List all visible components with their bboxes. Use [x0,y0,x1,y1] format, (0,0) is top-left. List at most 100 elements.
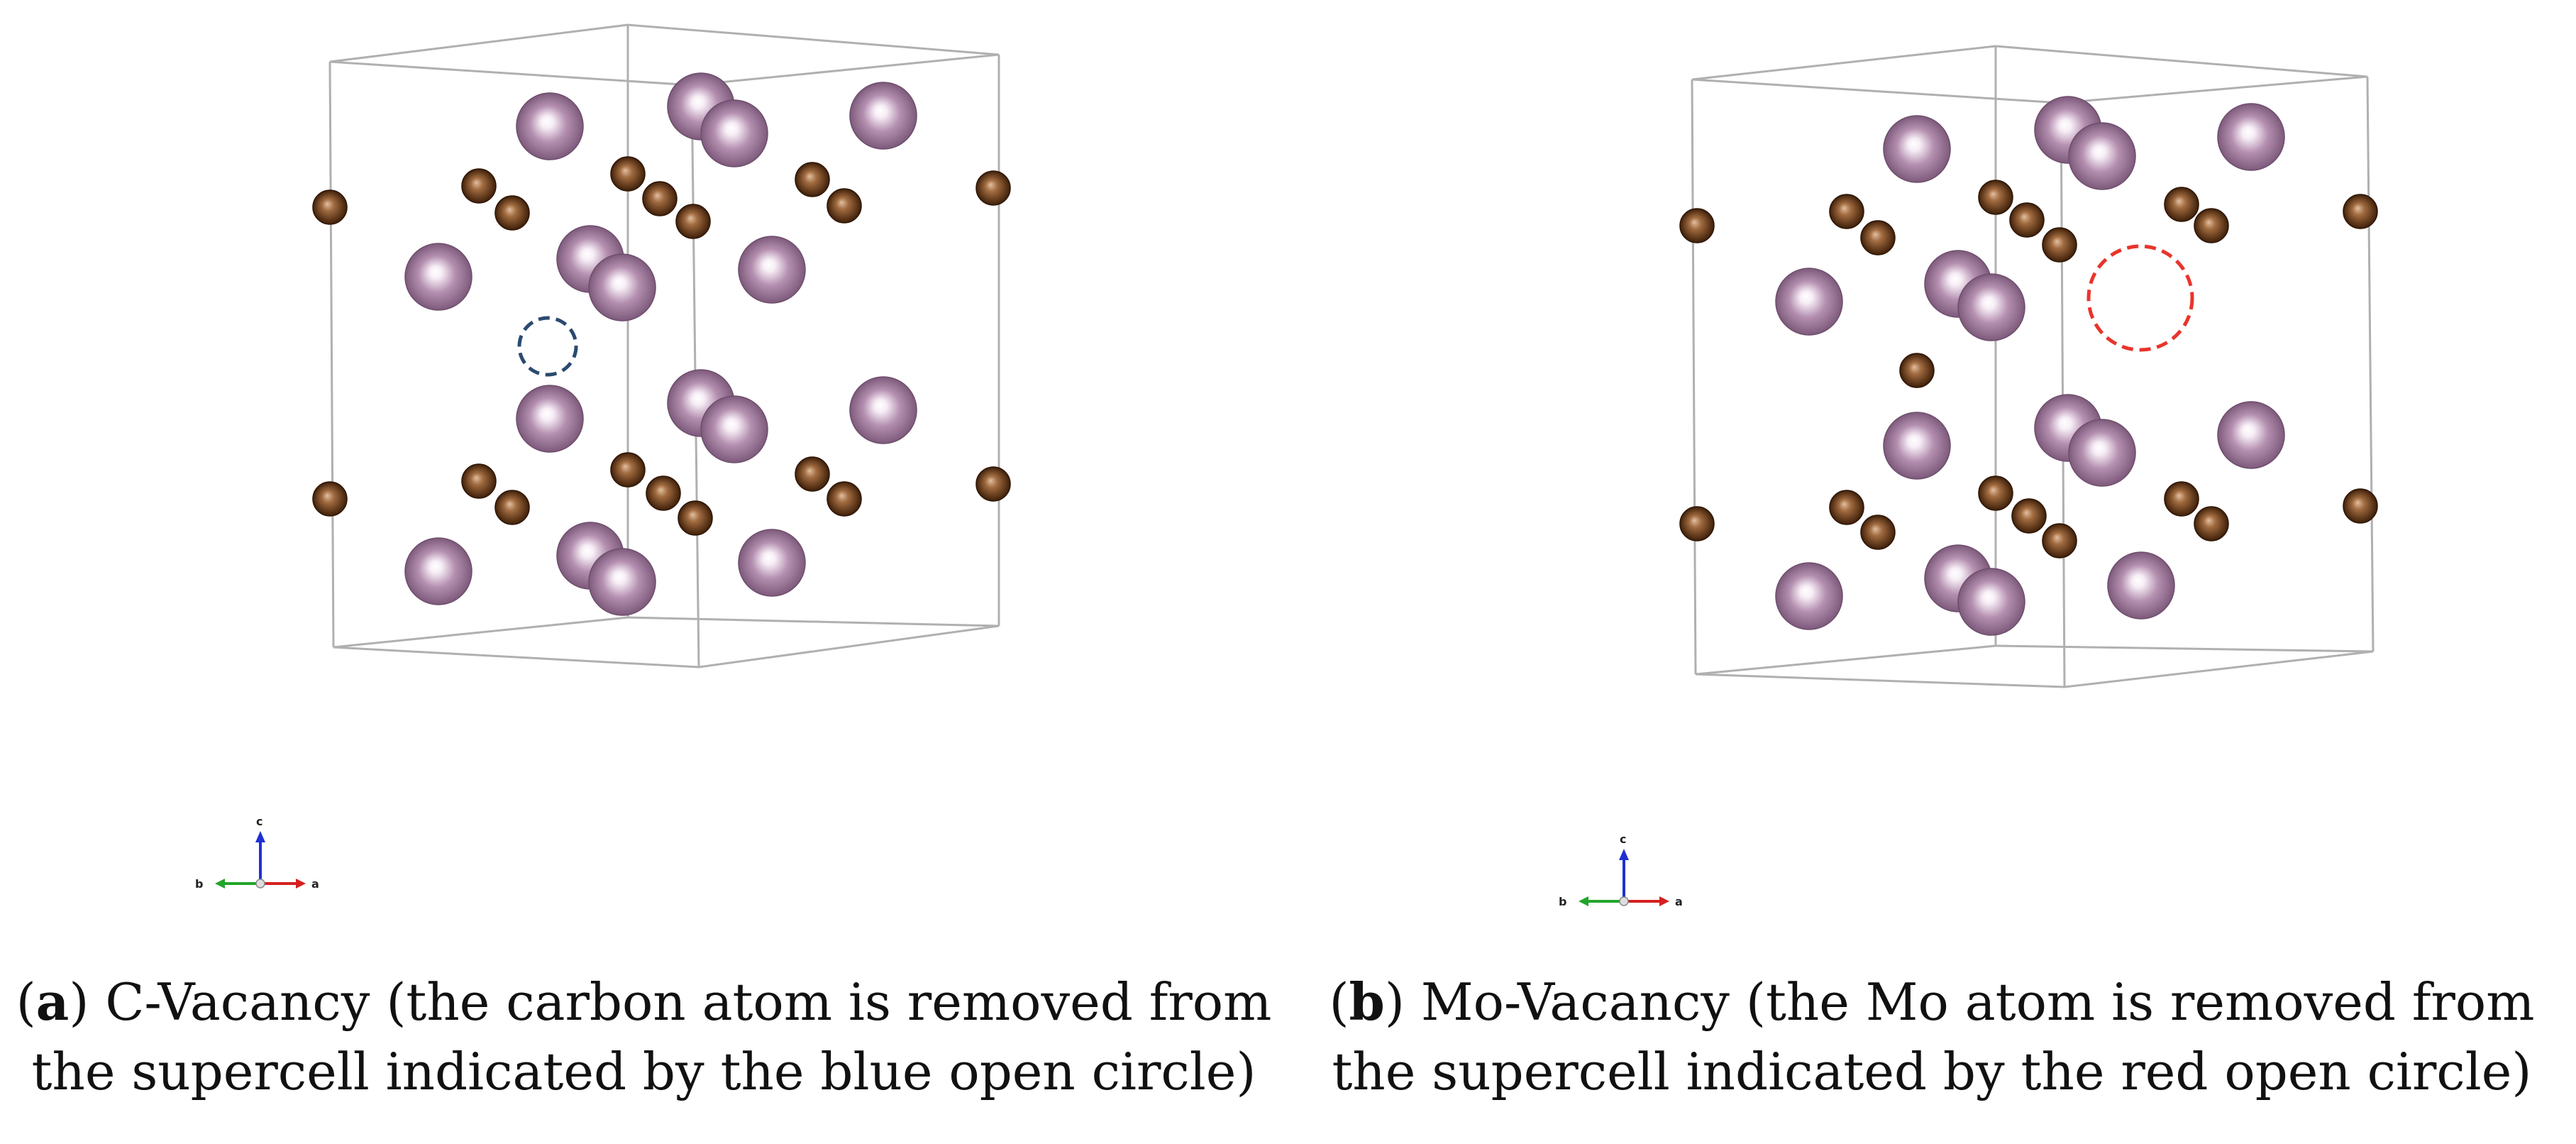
axis-triad: cab [1559,832,1683,908]
c-atom [975,466,1011,502]
c-atom [2042,523,2077,559]
caption-a-line-2: the supercell indicated by the blue open… [31,1042,1256,1101]
c-atom [1860,515,1896,550]
cell-edge [627,23,1000,56]
cell-edge [333,646,700,669]
caption-a-text-1: C-Vacancy (the carbon atom is removed fr… [105,972,1272,1032]
c-atom [2194,208,2229,243]
c-atom [2042,227,2077,263]
c-atom [610,452,646,488]
atoms [312,72,1011,616]
c-atom [494,195,530,231]
axis-b-arrowhead [1579,896,1588,906]
mo-atom [2068,419,2136,487]
c-atom [1899,353,1935,388]
c-atom [2164,481,2199,517]
mo-atom [1957,568,2025,636]
mo-atom [588,253,656,321]
mo-atom [516,92,584,160]
mo-atom [738,529,806,597]
c-atom [2194,506,2229,541]
c-vacancy-marker [517,316,578,377]
cell-edge [329,60,692,87]
c-atom [1978,475,2013,511]
mo-vacancy-marker [2086,244,2194,352]
mo-atom [2217,401,2285,469]
c-atom [642,181,678,216]
mo-atom [849,82,917,150]
panel-a-c-vacancy: c a b (a) C-Vacancy (the carbon atom is re… [0,23,1288,1106]
axis-c-label: c [256,815,262,828]
caption-b-line-1: (b) Mo-Vacancy (the Mo atom is removed f… [1329,972,2535,1032]
c-atom [2343,488,2378,524]
c-atom [461,168,497,204]
mo-atom [738,236,806,304]
mo-atom [1883,412,1951,480]
axis-origin [255,879,265,889]
axis-a-label: a [1675,895,1683,908]
mo-atom [849,376,917,444]
c-atom [312,189,348,225]
c-atom [2011,498,2047,534]
mo-atom [1883,115,1951,183]
c-atom [795,456,830,492]
cell-edge [1691,79,1697,675]
cell-edge [1691,78,2062,104]
c-atom [975,170,1011,206]
cell-edge [329,23,629,63]
axis-c-arrowhead [255,831,265,842]
cell-edge [2366,76,2375,652]
caption-a: (a) C-Vacancy (the carbon atom is remove… [0,967,1288,1106]
mo-atom [2107,551,2175,620]
c-atom [610,156,646,192]
mo-atom [516,385,584,453]
c-atom [1679,506,1715,541]
cell-edge [333,616,629,649]
c-atom [494,490,530,525]
c-atom [1829,490,1864,525]
axis-b-arrowhead [215,879,225,889]
cell-edge [2060,75,2368,104]
axis-b-label: b [195,877,203,891]
mo-atom [1775,268,1843,336]
axis-a-label: a [311,877,319,891]
caption-a-line-1: (a) C-Vacancy (the carbon atom is remove… [16,972,1272,1032]
c-atom [2343,194,2378,229]
c-atom [1829,194,1864,229]
c-atom [1679,208,1715,243]
cell-edge [328,61,335,648]
c-atom [312,481,348,517]
mo-atom [588,548,656,616]
cell-edge [698,625,1000,669]
cell-edge [627,616,1000,627]
axis-a-arrowhead [296,879,306,889]
c-atom [2009,202,2045,238]
axis-origin [1619,896,1629,906]
c-atom [827,481,862,517]
c-atom [1860,220,1896,255]
c-atom [2164,187,2199,222]
mo-atom [1775,562,1843,630]
cell-edge [1695,644,1996,676]
c-atom [646,475,681,511]
cell-edge [1691,45,1996,81]
c-atom [795,162,830,197]
c-atom [461,463,497,499]
caption-b-letter: b [1349,972,1385,1032]
axis-c-label: c [1620,832,1626,846]
caption-b-line-2: the supercell indicated by the red open … [1332,1042,2532,1101]
panel-b-mo-vacancy: c a b (b) Mo-Vacancy (the Mo atom is remov… [1288,0,2576,1144]
mo-atom [2068,122,2136,190]
cell-edge [2064,650,2374,688]
caption-b: (b) Mo-Vacancy (the Mo atom is removed f… [1288,967,2576,1106]
c-vacancy-supercell-diagram: c a b [195,23,1011,891]
caption-b-text-1: Mo-Vacancy (the Mo atom is removed from [1420,972,2535,1032]
mo-atom [700,99,768,167]
cell-edge [1995,45,2368,78]
mo-atom [404,537,472,605]
mo-atom [1957,273,2025,341]
cell-edge [1695,673,2065,688]
mo-vacancy-supercell-diagram: cab [1559,45,2378,908]
atoms [1679,96,2378,636]
cell-edge [691,53,1000,87]
